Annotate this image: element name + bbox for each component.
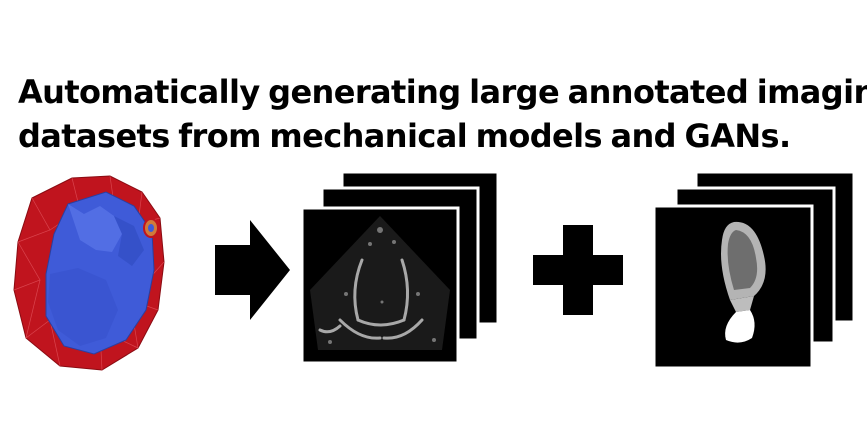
segmentation-mask-stack <box>652 170 856 370</box>
headline-word-large-annotated: large annotated <box>469 73 749 111</box>
arrow-right-icon <box>215 220 290 320</box>
headline: Automatically generating large annotated… <box>18 70 867 158</box>
headline-word-automatically: Automatically <box>18 73 260 111</box>
plus-icon <box>533 225 623 315</box>
headline-word-generating: generating <box>259 73 470 111</box>
heart-mechanical-model-icon <box>13 175 165 371</box>
echocardiogram-image-stack <box>300 170 500 365</box>
headline-word-imaging: imaging <box>756 73 867 111</box>
headline-line-1: Automatically generating large annotated… <box>18 70 867 114</box>
headline-line-2: datasets from mechanical models and GANs… <box>18 117 791 155</box>
